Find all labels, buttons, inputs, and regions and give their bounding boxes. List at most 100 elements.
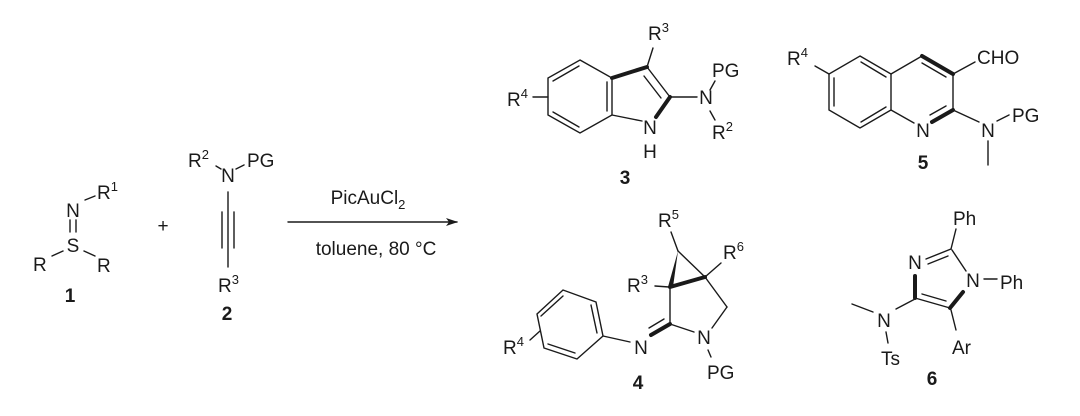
- bond: [654, 285, 670, 288]
- r-label: R: [97, 183, 111, 204]
- bond: [84, 195, 96, 201]
- r-superscript: 6: [737, 239, 744, 254]
- double-bond: [921, 293, 947, 302]
- r-superscript: 1: [111, 179, 118, 194]
- r-label: R: [658, 211, 672, 232]
- bond: [951, 249, 967, 272]
- r-superscript: 4: [517, 334, 524, 349]
- plus-sign: +: [157, 216, 168, 237]
- bond: [646, 47, 654, 68]
- bond: [711, 306, 728, 329]
- inner-double-bond: [921, 62, 947, 78]
- substituent-r3: R3: [648, 20, 669, 45]
- r-label: R: [712, 123, 726, 144]
- bold-bond: [668, 275, 707, 289]
- aldehyde-group: CHO: [977, 48, 1019, 69]
- inner-double-bond: [590, 304, 598, 334]
- bold-bond: [930, 108, 955, 124]
- bond: [885, 331, 889, 344]
- r-superscript: 3: [662, 20, 669, 35]
- bold-bond: [920, 54, 955, 76]
- reagent-label: PicAuCl2: [331, 188, 406, 212]
- compound-number: 6: [927, 369, 938, 390]
- bold-bond: [610, 65, 649, 80]
- bond: [669, 323, 695, 333]
- substituent-r6: R6: [723, 239, 744, 264]
- inner-double-bond: [860, 61, 887, 78]
- aryl-group: Ar: [952, 338, 972, 359]
- r-label: R: [627, 276, 641, 297]
- atom-n: N: [221, 166, 235, 187]
- double-bond: [648, 318, 665, 329]
- atom-ring-n: N: [916, 121, 930, 142]
- conditions-label: toluene, 80 °C: [316, 239, 437, 260]
- bond: [996, 114, 1010, 122]
- inner-double-bond: [643, 75, 662, 99]
- bond: [602, 335, 631, 343]
- r-label: R: [218, 276, 232, 297]
- inner-double-bond: [540, 295, 564, 317]
- compound-number: 5: [918, 153, 929, 174]
- bond: [950, 228, 957, 250]
- bond: [235, 164, 245, 170]
- protecting-group: PG: [247, 151, 274, 172]
- r-superscript: 5: [672, 207, 679, 222]
- bond: [704, 276, 728, 308]
- substituent-r4: R4: [503, 334, 524, 359]
- protecting-group: PG: [712, 61, 739, 82]
- methyl-bond: [851, 303, 874, 313]
- bond: [611, 114, 643, 122]
- r-label: R: [188, 151, 202, 172]
- double-bond: [927, 255, 949, 265]
- phenyl-top: Ph: [953, 209, 976, 230]
- atom-n3: N: [908, 253, 922, 274]
- substituent-r4: R4: [507, 86, 528, 111]
- bond: [952, 61, 976, 75]
- substituent-r4: R4: [787, 45, 808, 70]
- compound-6-imidazole: Ph N N Ph Ar N Ts 6: [851, 209, 1023, 390]
- bond: [890, 109, 915, 124]
- compound-number: 2: [222, 304, 233, 325]
- bond: [646, 66, 671, 98]
- compound-2-ynamide: R2 N PG R3 2: [188, 147, 274, 325]
- r-superscript: 2: [726, 119, 733, 134]
- bond: [709, 80, 716, 91]
- r-label: R: [648, 24, 662, 45]
- substituent-r-left: R: [33, 255, 47, 276]
- substituent-r1: R1: [97, 179, 118, 204]
- bold-bond: [654, 95, 672, 119]
- r-superscript: 3: [232, 272, 239, 287]
- substituent-r-right: R: [97, 256, 111, 277]
- inner-double-bond: [547, 343, 576, 354]
- atom-nh-n: N: [643, 118, 657, 139]
- bond: [51, 250, 64, 257]
- bond: [83, 250, 96, 257]
- bond: [895, 298, 916, 310]
- substituent-r3: R3: [627, 272, 648, 297]
- compound-1-sulfilimine: N R1 S R R 1: [33, 179, 118, 307]
- atom-imine-n: N: [634, 338, 648, 359]
- bond: [215, 165, 222, 170]
- compound-5-quinoline: N R4 CHO N PG 5: [787, 45, 1039, 174]
- r-superscript: 2: [202, 147, 209, 162]
- bond: [707, 349, 712, 358]
- r-label: R: [787, 49, 801, 70]
- bold-double-bond: [649, 322, 672, 337]
- compound-4-azabicyclohexane: R5 R6 R3 N PG N R4 4: [503, 207, 744, 394]
- compound-number: 3: [620, 168, 631, 189]
- atom-n: N: [981, 121, 995, 142]
- bond: [890, 55, 923, 75]
- compound-number: 4: [633, 373, 644, 394]
- bold-bond: [948, 290, 965, 310]
- inner-double-bond: [929, 105, 947, 116]
- reaction-arrow: PicAuCl2 toluene, 80 °C: [287, 188, 458, 260]
- bond: [952, 109, 980, 123]
- atom-nh-h: H: [643, 142, 657, 163]
- bond: [950, 309, 957, 331]
- atom-n: N: [66, 201, 80, 222]
- atom-n: N: [877, 311, 891, 332]
- inner-double-bond: [552, 65, 580, 82]
- bond: [709, 110, 716, 121]
- atom-n1: N: [966, 271, 980, 292]
